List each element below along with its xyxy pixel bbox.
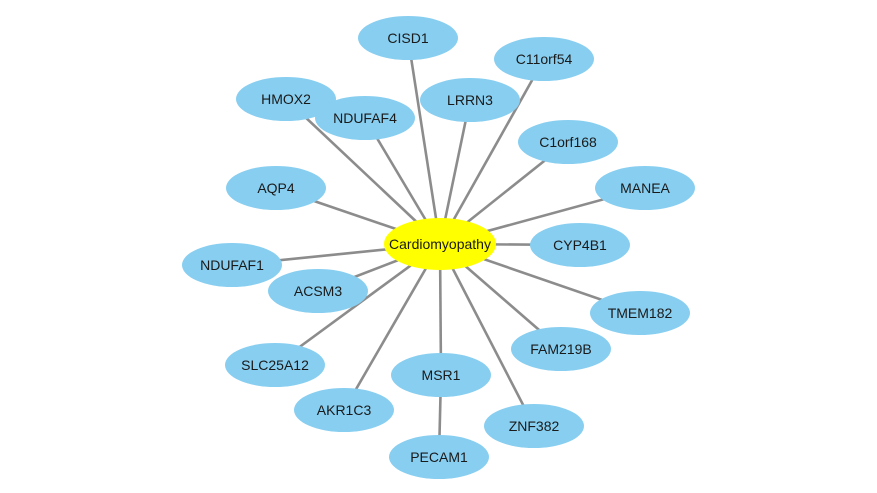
hub-label: Cardiomyopathy	[389, 236, 491, 252]
node-aqp4[interactable]: AQP4	[226, 166, 326, 210]
gene-label: FAM219B	[530, 341, 591, 357]
gene-ellipse	[226, 166, 326, 210]
gene-label: TMEM182	[608, 305, 673, 321]
node-manea[interactable]: MANEA	[595, 166, 695, 210]
gene-label: CISD1	[387, 30, 428, 46]
gene-label: ACSM3	[294, 283, 342, 299]
gene-label: C1orf168	[539, 134, 597, 150]
gene-label: PECAM1	[410, 449, 468, 465]
gene-ellipse	[315, 96, 415, 140]
gene-ellipse	[595, 166, 695, 210]
gene-label: LRRN3	[447, 92, 493, 108]
gene-ellipse	[358, 16, 458, 60]
hub-ellipse	[384, 218, 496, 270]
gene-ellipse	[182, 243, 282, 287]
node-cisd1[interactable]: CISD1	[358, 16, 458, 60]
gene-label: NDUFAF1	[200, 257, 264, 273]
gene-label: AQP4	[257, 180, 295, 196]
node-msr1[interactable]: MSR1	[391, 353, 491, 397]
node-akr1c3[interactable]: AKR1C3	[294, 388, 394, 432]
node-znf382[interactable]: ZNF382	[484, 404, 584, 448]
node-lrrn3[interactable]: LRRN3	[420, 78, 520, 122]
node-hmox2[interactable]: HMOX2	[236, 77, 336, 121]
node-fam219b[interactable]: FAM219B	[511, 327, 611, 371]
gene-ellipse	[530, 223, 630, 267]
gene-label: NDUFAF4	[333, 110, 397, 126]
gene-label: CYP4B1	[553, 237, 607, 253]
edge-hub-znf382	[438, 243, 536, 427]
node-c1orf168[interactable]: C1orf168	[518, 120, 618, 164]
gene-ellipse	[420, 78, 520, 122]
edge-hub-c11orf54	[438, 58, 546, 245]
gene-ellipse	[236, 77, 336, 121]
node-ndufaf4[interactable]: NDUFAF4	[315, 96, 415, 140]
gene-ellipse	[389, 435, 489, 479]
node-slc25a12[interactable]: SLC25A12	[225, 343, 325, 387]
gene-label: AKR1C3	[317, 402, 372, 418]
gene-ellipse	[511, 327, 611, 371]
gene-label: HMOX2	[261, 91, 311, 107]
gene-label: SLC25A12	[241, 357, 309, 373]
node-ndufaf1[interactable]: NDUFAF1	[182, 243, 282, 287]
edge-hub-cisd1	[406, 37, 442, 245]
gene-ellipse	[391, 353, 491, 397]
node-tmem182[interactable]: TMEM182	[590, 291, 690, 335]
node-acsm3[interactable]: ACSM3	[268, 269, 368, 313]
gene-label: C11orf54	[516, 51, 573, 67]
gene-label: MANEA	[620, 180, 670, 196]
edge-hub-akr1c3	[342, 243, 442, 411]
edge-hub-hmox2	[285, 98, 441, 245]
gene-label: ZNF382	[509, 418, 560, 434]
gene-ellipse	[268, 269, 368, 313]
gene-ellipse	[484, 404, 584, 448]
gene-ellipse	[294, 388, 394, 432]
node-cyp4b1[interactable]: CYP4B1	[530, 223, 630, 267]
node-hub-hub[interactable]: Cardiomyopathy	[384, 218, 496, 270]
gene-ellipse	[518, 120, 618, 164]
gene-ellipse	[494, 37, 594, 81]
node-pecam1[interactable]: PECAM1	[389, 435, 489, 479]
gene-ellipse	[225, 343, 325, 387]
node-c11orf54[interactable]: C11orf54	[494, 37, 594, 81]
gene-ellipse	[590, 291, 690, 335]
gene-label: MSR1	[422, 367, 461, 383]
